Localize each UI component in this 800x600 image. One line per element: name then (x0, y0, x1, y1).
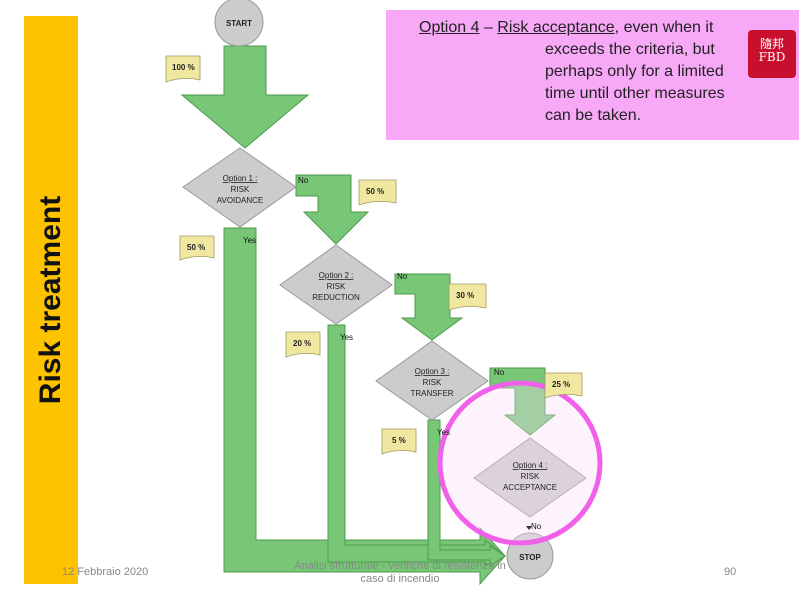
pct-no1: 50 % (366, 187, 384, 196)
sidebar-band (24, 16, 78, 584)
option2-line1: RISK (327, 282, 346, 291)
note-start (165, 55, 201, 83)
yes2-flow (327, 324, 506, 567)
option4-title: Option 4 : (513, 461, 548, 470)
option3-title: Option 3 : (415, 367, 450, 376)
option4-diamond (473, 437, 587, 518)
yes2-label: Yes (340, 333, 353, 342)
option1-line2: AVOIDANCE (217, 196, 264, 205)
no4-label: No (531, 522, 542, 531)
callout-line-2: exceeds the criteria, but (545, 41, 715, 58)
start-label: START (226, 19, 252, 28)
decision-diamonds (182, 147, 587, 518)
footer-subtitle: Analisi strutturale - verifiche di resis… (270, 560, 530, 586)
pct-yes2: 20 % (293, 339, 311, 348)
no4-arrowhead (526, 526, 532, 530)
option3-diamond (375, 340, 489, 421)
option3-line2: TRANSFER (410, 389, 453, 398)
option2-title: Option 2 : (319, 271, 354, 280)
callout-line-1: Option 4 – Risk acceptance, even when it (419, 19, 713, 37)
callout-risk-label: Risk acceptance (497, 19, 615, 36)
option1-diamond (182, 147, 297, 228)
pct-yes1: 50 % (187, 243, 205, 252)
option4-callout: Option 4 – Risk acceptance, even when it… (386, 10, 799, 140)
note-no1 (358, 179, 397, 206)
callout-line-3: perhaps only for a limited (545, 63, 724, 80)
stamp-line1: 隨邦 (759, 37, 784, 51)
no1-flow (295, 174, 370, 245)
yes3-label: Yes (437, 428, 450, 437)
start-node (214, 0, 264, 47)
no1-label: No (298, 176, 309, 185)
start-arrow (180, 45, 310, 149)
footer-subtitle-line2: caso di incendio (360, 573, 440, 585)
callout-line-4: time until other measures (545, 85, 725, 102)
pct-yes3: 5 % (392, 436, 406, 445)
highlight-circle (437, 380, 603, 546)
flow-arrows (180, 45, 557, 586)
option1-line1: RISK (231, 185, 250, 194)
pct-no2: 30 % (456, 291, 474, 300)
option1-title: Option 1 : (223, 174, 258, 183)
footer-date: 12 Febbraio 2020 (62, 566, 149, 578)
yes1-label: Yes (243, 236, 256, 245)
note-yes1 (179, 235, 215, 261)
note-yes2 (285, 331, 321, 358)
option3-line1: RISK (423, 378, 442, 387)
callout-dash: – (479, 19, 498, 36)
page-number: 90 (724, 566, 737, 578)
percentage-notes (165, 55, 583, 455)
option4-line2: ACCEPTANCE (503, 483, 557, 492)
option2-line2: REDUCTION (312, 293, 360, 302)
option2-diamond (279, 244, 393, 325)
no2-label: No (397, 272, 408, 281)
no3-label: No (494, 368, 505, 377)
stamp-line2: FBD (758, 50, 786, 64)
callout-line-5: can be taken. (545, 107, 642, 124)
note-yes3 (381, 428, 417, 455)
note-no3 (544, 372, 583, 399)
stamp-logo: 隨邦 FBD (748, 30, 796, 78)
stop-label: STOP (519, 553, 541, 562)
pct-start: 100 % (172, 63, 195, 72)
callout-line1-rest: , even when it (614, 19, 714, 36)
callout-option-label: Option 4 (419, 19, 480, 36)
note-no2 (448, 283, 487, 311)
yes3-flow (427, 419, 506, 567)
option4-line1: RISK (521, 472, 540, 481)
pct-no3: 25 % (552, 380, 570, 389)
footer-subtitle-line1: Analisi strutturale - verifiche di resis… (294, 560, 506, 572)
